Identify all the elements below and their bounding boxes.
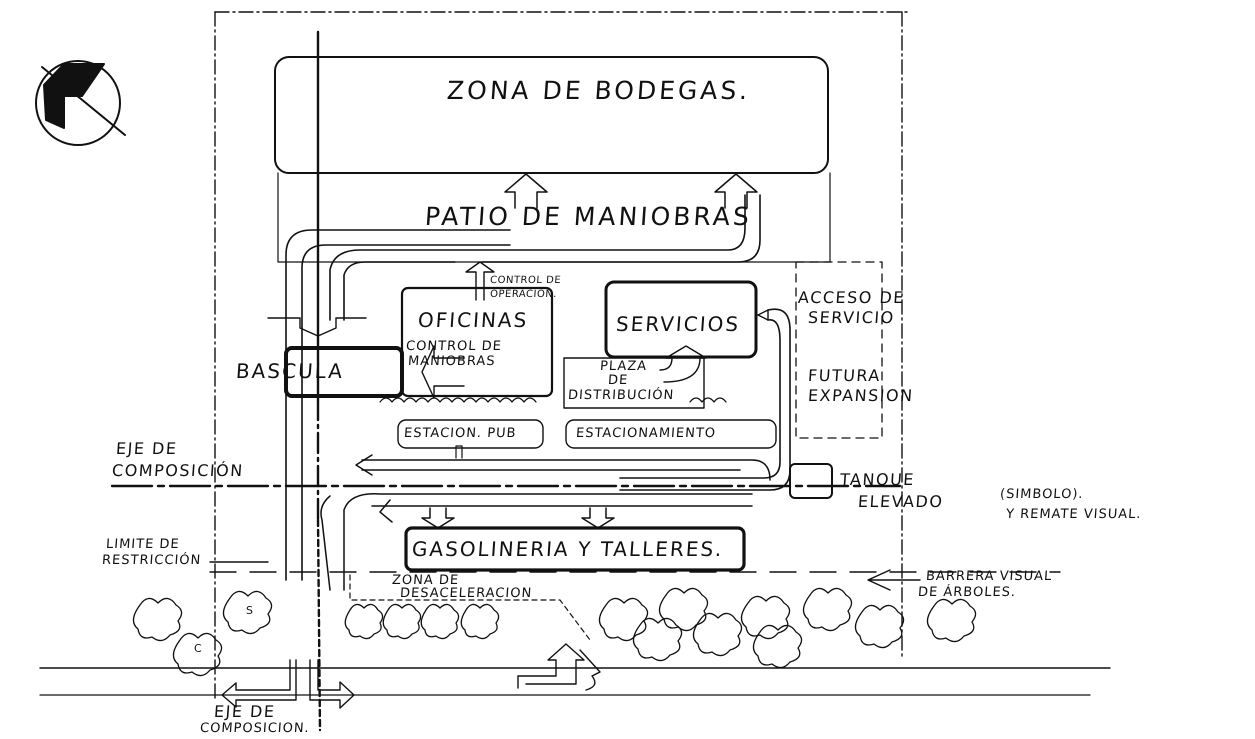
plaza-label-2: DE bbox=[607, 373, 629, 388]
estacionamiento-label: ESTACIONAMIENTO bbox=[575, 426, 717, 441]
tree-mark-s: S bbox=[246, 604, 253, 617]
zona-bodegas-label: ZONA DE BODEGAS. bbox=[445, 76, 752, 105]
oficinas-label: OFICINAS bbox=[417, 308, 530, 332]
plaza-label-3: DISTRIBUCIÓN bbox=[567, 388, 675, 403]
shrub-row-upper bbox=[379, 397, 727, 403]
zona-bodegas-block bbox=[274, 56, 829, 174]
tanque-elevado bbox=[789, 463, 833, 499]
circulation-paths bbox=[285, 194, 761, 581]
futura-expansion-area bbox=[795, 261, 883, 439]
eje-composicion-bottom-label-2: COMPOSICION. bbox=[199, 721, 311, 736]
bascula-block bbox=[284, 346, 404, 398]
barrera-label-2: DE ÁRBOLES. bbox=[917, 585, 1017, 600]
oficinas-block bbox=[400, 286, 554, 398]
estacion-pub-label: ESTACION. PUB bbox=[403, 426, 517, 441]
plaza-block bbox=[563, 357, 705, 409]
patio-maniobras-label: PATIO DE MANIOBRAS bbox=[423, 202, 753, 231]
limite-label-1: LIMITE DE bbox=[105, 537, 181, 552]
remate-visual-label: Y REMATE VISUAL. bbox=[1005, 507, 1143, 522]
acceso-servicio-label-2: SERVICIO bbox=[807, 308, 896, 327]
control-maniobras-label-1: CONTROL DE bbox=[405, 339, 503, 354]
simbolo-label: (SIMBOLO). bbox=[999, 487, 1085, 502]
servicios-block bbox=[604, 280, 758, 359]
control-maniobras-label-2: MANIOBRAS bbox=[407, 354, 497, 369]
gasolineria-label: GASOLINERIA Y TALLERES. bbox=[411, 537, 725, 561]
bascula-label: BASCULA bbox=[235, 359, 345, 383]
zona-desaceleracion-label-2: DESACELERACION bbox=[399, 586, 533, 601]
estacionamiento-block bbox=[565, 419, 777, 449]
elevado-label: ELEVADO bbox=[857, 492, 945, 511]
tree-mark-c: C bbox=[194, 642, 202, 655]
entry-arrows bbox=[221, 643, 601, 709]
plaza-label-1: PLAZA bbox=[599, 359, 648, 374]
acceso-servicio-label-1: ACCESO DE bbox=[797, 288, 906, 307]
futura-expansion-label-2: EXPANSION bbox=[807, 386, 915, 405]
road-circulation bbox=[320, 454, 771, 591]
north-arrow-icon bbox=[35, 60, 126, 146]
limite-label-2: RESTRICCIÓN bbox=[101, 553, 202, 568]
estacion-pub-block bbox=[397, 419, 544, 449]
eje-composicion-bottom-label-1: EJE DE bbox=[213, 702, 277, 721]
control-operacion-label-1: CONTROL DE bbox=[489, 275, 562, 286]
eje-composicion-left-label-1: EJE DE bbox=[115, 439, 179, 458]
tanque-label: TANQUE bbox=[839, 470, 916, 489]
tree-row-lower bbox=[132, 587, 977, 677]
control-operacion-label-2: OPERACIÓN. bbox=[489, 289, 558, 300]
property-boundary bbox=[214, 11, 911, 701]
eje-composicion-left-label-2: COMPOSICIÓN bbox=[111, 461, 245, 480]
barrera-label-1: BARRERA VISUAL bbox=[925, 569, 1053, 584]
futura-expansion-label-1: FUTURA bbox=[807, 366, 882, 385]
servicios-label: SERVICIOS bbox=[615, 312, 741, 336]
gasolineria-block bbox=[404, 526, 746, 572]
